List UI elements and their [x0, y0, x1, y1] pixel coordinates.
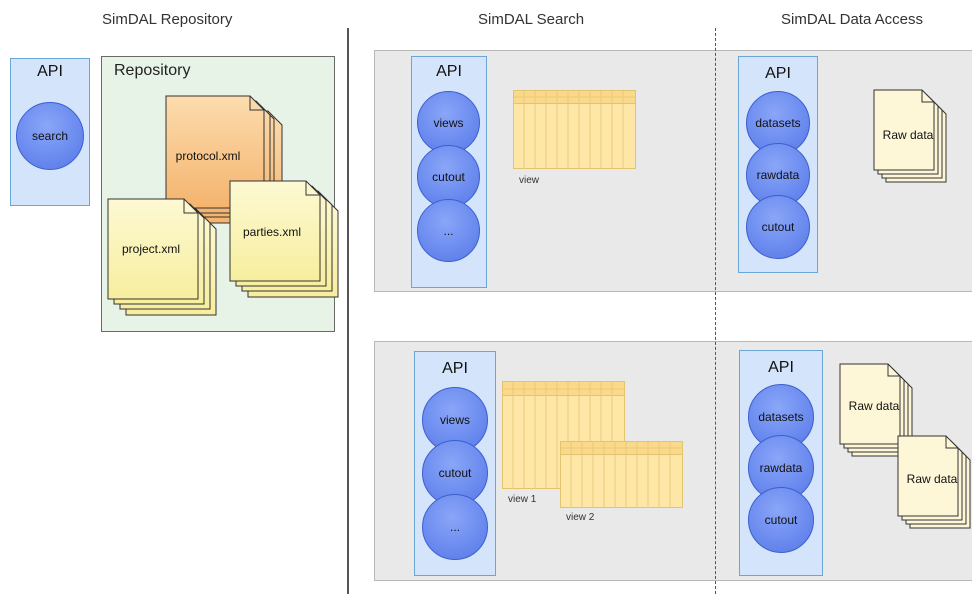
parties-doc-stack[interactable] — [229, 180, 339, 298]
view-1-caption: view 1 — [508, 494, 537, 505]
raw-data-label: Raw data — [848, 399, 900, 413]
endpoint-label: cutout — [761, 220, 795, 234]
raw-data-label: Raw data — [906, 472, 958, 486]
repository-api-box: API search — [10, 58, 90, 206]
endpoint-label: cutout — [438, 466, 472, 480]
heading-simdal-search: SimDAL Search — [478, 11, 585, 28]
search-endpoint[interactable]: search — [16, 102, 84, 170]
heading-simdal-data-access: SimDAL Data Access — [781, 11, 923, 28]
access-api-box: API datasets rawdata cutout — [738, 56, 818, 273]
repository-documents — [107, 95, 339, 316]
api-label: API — [442, 360, 468, 377]
cutout-endpoint[interactable]: cutout — [417, 145, 480, 208]
more-endpoint[interactable]: ... — [417, 199, 480, 262]
section-divider — [347, 28, 349, 594]
raw-data-doc-stack[interactable] — [872, 88, 952, 188]
endpoint-label: rawdata — [756, 168, 800, 182]
endpoint-label: datasets — [758, 410, 804, 424]
repository-label: Repository — [114, 62, 191, 79]
search-access-divider-overlay — [715, 28, 716, 594]
view-2-table[interactable] — [560, 441, 684, 509]
endpoint-label: cutout — [764, 513, 798, 527]
endpoint-label: search — [31, 129, 69, 143]
view-caption: view — [519, 175, 540, 186]
endpoint-label: ... — [449, 520, 460, 534]
project-doc-stack[interactable] — [107, 198, 217, 316]
access-api-box-2: API datasets rawdata cutout — [739, 350, 823, 576]
cutout-endpoint[interactable]: cutout — [748, 487, 814, 553]
raw-data-label: Raw data — [882, 128, 934, 142]
api-label: API — [436, 63, 462, 80]
api-label: API — [37, 63, 63, 80]
view-2-caption: view 2 — [566, 512, 595, 523]
endpoint-label: datasets — [755, 116, 801, 130]
api-label: API — [768, 359, 794, 376]
raw-data-doc-stack-2[interactable] — [896, 434, 972, 534]
endpoint-label: views — [433, 115, 464, 130]
more-endpoint[interactable]: ... — [422, 494, 488, 560]
views-endpoint[interactable]: views — [417, 91, 480, 154]
view-table[interactable] — [513, 90, 637, 170]
endpoint-label: views — [439, 413, 470, 427]
endpoint-label: cutout — [432, 169, 465, 184]
api-label: API — [765, 65, 791, 82]
parties-doc-label: parties.xml — [242, 225, 302, 239]
search-api-box-2: API views cutout ... — [414, 351, 496, 576]
search-api-box: API views cutout ... — [411, 56, 487, 288]
endpoint-label: ... — [443, 223, 454, 238]
raw-data-doc-stack-1[interactable] — [838, 362, 918, 462]
cutout-endpoint[interactable]: cutout — [746, 195, 810, 259]
protocol-doc-label: protocol.xml — [175, 149, 241, 163]
heading-simdal-repository: SimDAL Repository — [102, 11, 233, 28]
endpoint-label: rawdata — [759, 461, 803, 475]
project-doc-label: project.xml — [121, 242, 181, 256]
